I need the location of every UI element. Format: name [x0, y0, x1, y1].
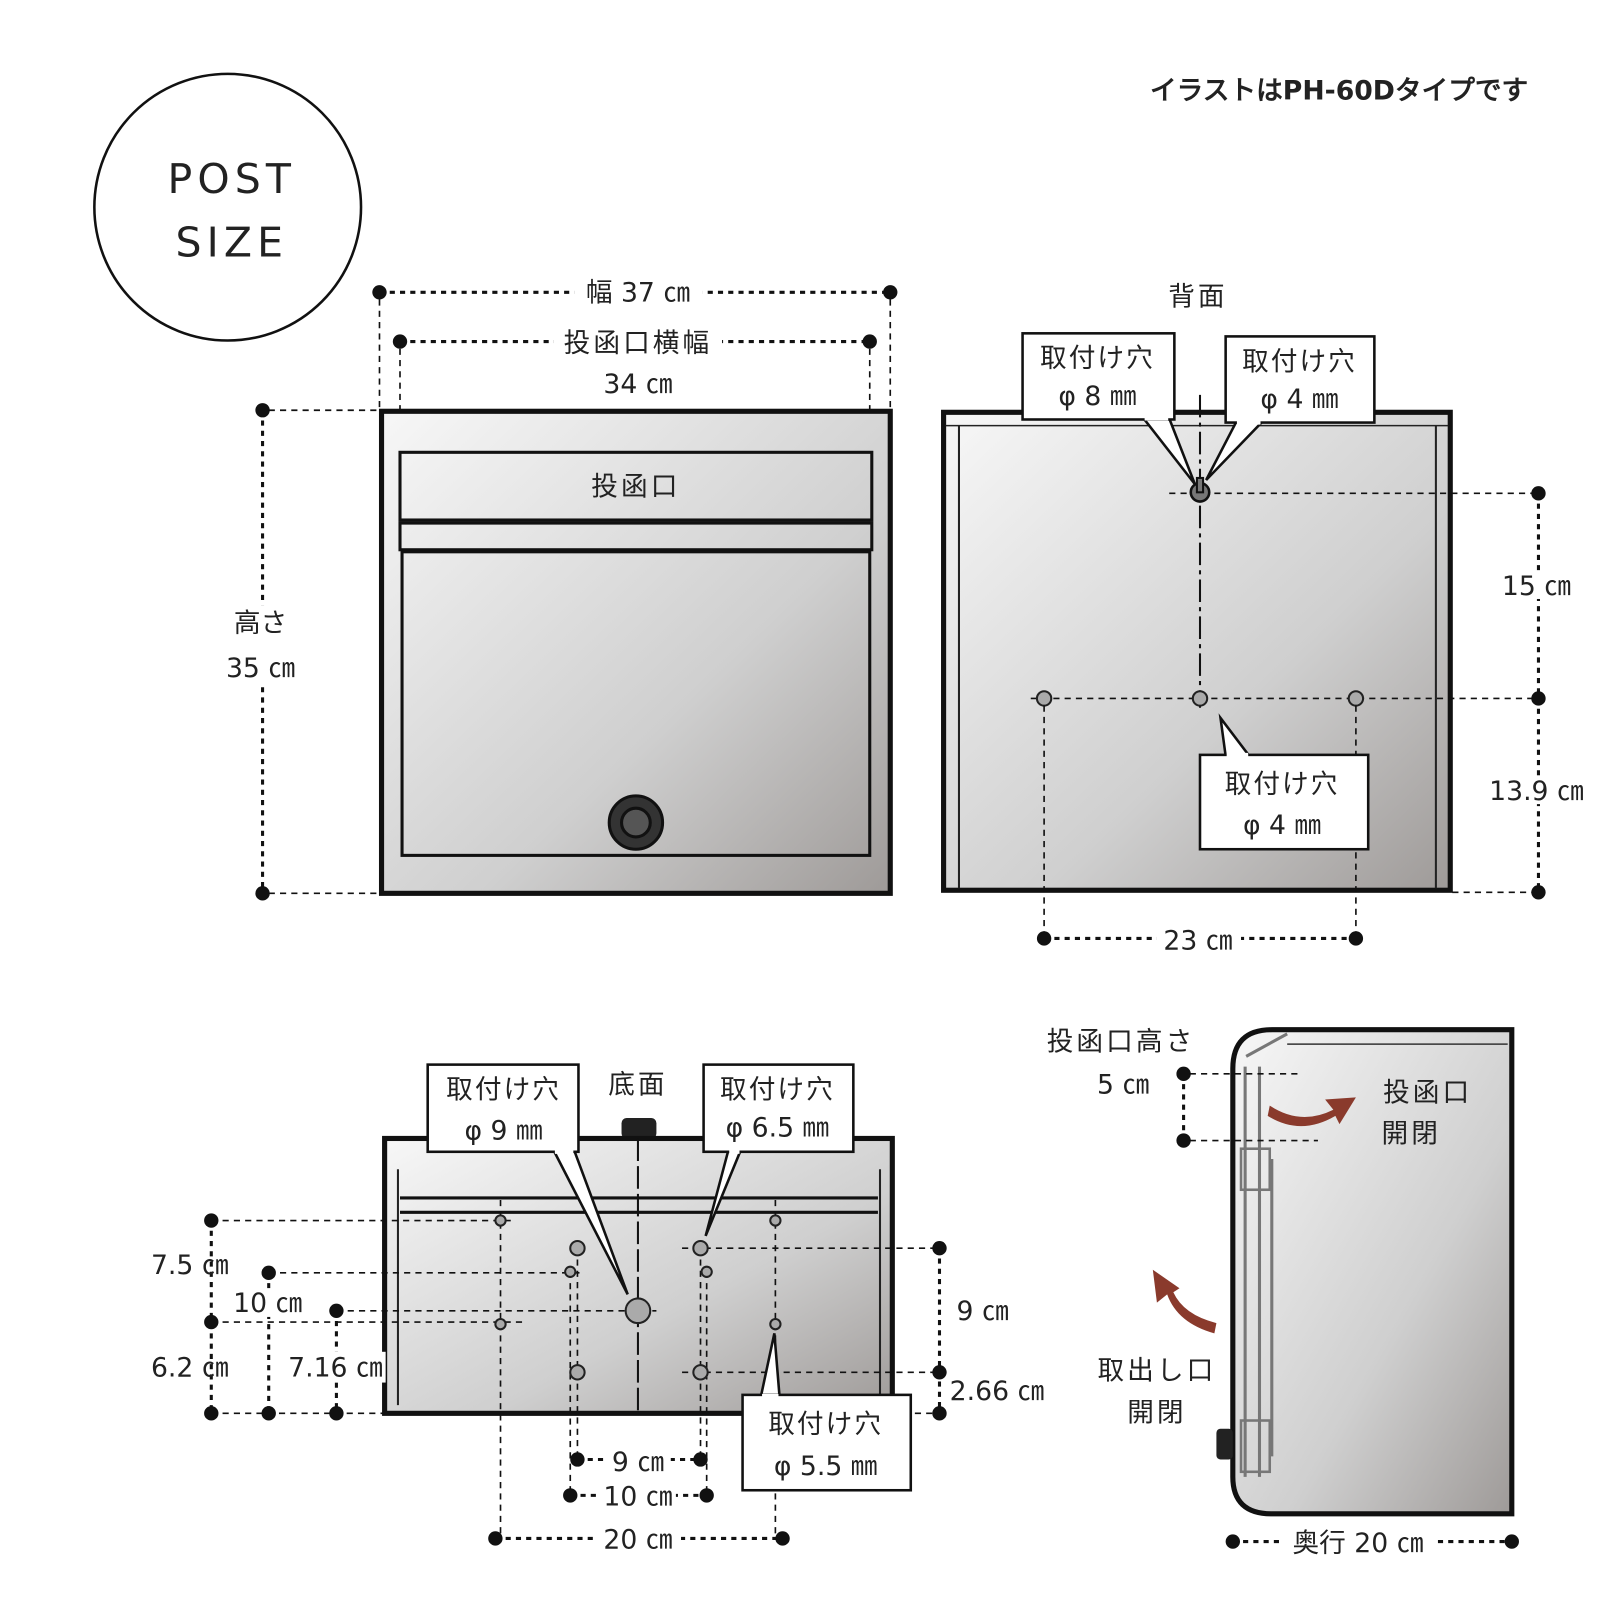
svg-text:φ 5.5 ㎜: φ 5.5 ㎜	[774, 1451, 878, 1482]
svg-text:φ 9 ㎜: φ 9 ㎜	[465, 1115, 543, 1146]
bottom-dim-6-2: 6.2 ㎝	[151, 1352, 229, 1383]
back-title: 背面	[1168, 282, 1227, 313]
depth-label: 奥行 20 ㎝	[1293, 1528, 1424, 1559]
bottom-dim-10-left: 10 ㎝	[233, 1288, 302, 1319]
slot-height-value: 5 ㎝	[1097, 1069, 1149, 1100]
bottom-dim-7-16: 7.16 ㎝	[288, 1352, 382, 1383]
bottom-dim-2-66: 2.66 ㎝	[950, 1376, 1044, 1407]
slot-height-label: 投函口高さ	[1047, 1026, 1196, 1057]
svg-text:取付け穴: 取付け穴	[1040, 343, 1155, 374]
svg-text:φ 4 ㎜: φ 4 ㎜	[1260, 384, 1338, 415]
bottom-dim-7-5: 7.5 ㎝	[151, 1250, 229, 1281]
mail-slot	[398, 450, 874, 522]
lock-knob-icon	[621, 1117, 657, 1139]
callout-6-5mm: 取付け穴 φ 6.5 ㎜	[702, 1063, 855, 1237]
takeout-open-arrow-icon	[1152, 1269, 1217, 1334]
keyhole-icon	[1189, 476, 1211, 503]
front-height-value: 35 ㎝	[226, 653, 295, 684]
svg-text:取付け穴: 取付け穴	[1242, 346, 1357, 377]
slot-open-arrow-icon	[1267, 1097, 1356, 1127]
svg-text:取付け穴: 取付け穴	[1225, 769, 1340, 800]
front-door	[400, 550, 872, 857]
illustration-note: イラストはPH-60Dタイプです	[1150, 75, 1528, 106]
callout-5-5mm: 取付け穴 φ 5.5 ㎜	[741, 1333, 913, 1492]
callout-keyhole-8mm: 取付け穴 φ 8 ㎜	[1021, 332, 1197, 485]
svg-text:取付け穴: 取付け穴	[446, 1074, 561, 1105]
slot-open-label-1: 投函口	[1383, 1078, 1472, 1109]
svg-text:φ 4 ㎜: φ 4 ㎜	[1243, 810, 1321, 841]
takeout-label-1: 取出し口	[1097, 1355, 1216, 1386]
back-view: 背面 15 ㎝ 13.9 ㎝ 23 ㎝ 取付け穴	[941, 282, 1590, 957]
back-dim-23: 23 ㎝	[1163, 926, 1232, 957]
bottom-dim-10: 10 ㎝	[603, 1482, 672, 1513]
lock-knob-icon	[607, 794, 665, 851]
front-height-label: 高さ	[234, 608, 287, 639]
svg-text:取付け穴: 取付け穴	[720, 1074, 835, 1105]
front-width-label: 幅 37 ㎝	[586, 278, 690, 309]
bottom-view: 底面	[151, 1063, 1044, 1556]
back-dim-13-9: 13.9 ㎝	[1489, 776, 1583, 807]
side-view: 投函口高さ 5 ㎝ 投函口 開閉 取出し口 開閉 奥行 20 ㎝	[1047, 1026, 1519, 1559]
mail-slot-label: 投函口	[591, 471, 680, 502]
callout-top-hole-4mm: 取付け穴 φ 4 ㎜	[1205, 335, 1376, 481]
bottom-dim-20: 20 ㎝	[603, 1525, 672, 1556]
bottom-dim-9-right: 9 ㎝	[957, 1296, 1009, 1327]
bottom-title: 底面	[608, 1069, 667, 1100]
svg-text:取付け穴: 取付け穴	[768, 1409, 883, 1440]
svg-text:φ 6.5 ㎜: φ 6.5 ㎜	[726, 1112, 830, 1143]
back-dim-15: 15 ㎝	[1502, 571, 1571, 602]
takeout-label-2: 開閉	[1127, 1398, 1186, 1429]
badge-line1: POST	[167, 155, 296, 203]
side-body	[1230, 1027, 1515, 1517]
bottom-dim-9: 9 ㎝	[612, 1447, 664, 1478]
slot-width-label: 投函口横幅	[564, 328, 713, 359]
front-view: 幅 37 ㎝ 投函口横幅 34 ㎝ 高さ 35 ㎝ 投函口	[220, 274, 898, 901]
slot-width-value: 34 ㎝	[603, 369, 672, 400]
badge-line2: SIZE	[175, 218, 288, 266]
post-size-badge: POST SIZE	[93, 72, 363, 342]
lock-knob-icon	[1216, 1428, 1233, 1460]
slot-open-label-2: 開閉	[1382, 1119, 1441, 1150]
callout-lower-hole-4mm: 取付け穴 φ 4 ㎜	[1198, 713, 1370, 851]
svg-text:φ 8 ㎜: φ 8 ㎜	[1058, 381, 1136, 412]
callout-9mm: 取付け穴 φ 9 ㎜	[426, 1063, 629, 1295]
